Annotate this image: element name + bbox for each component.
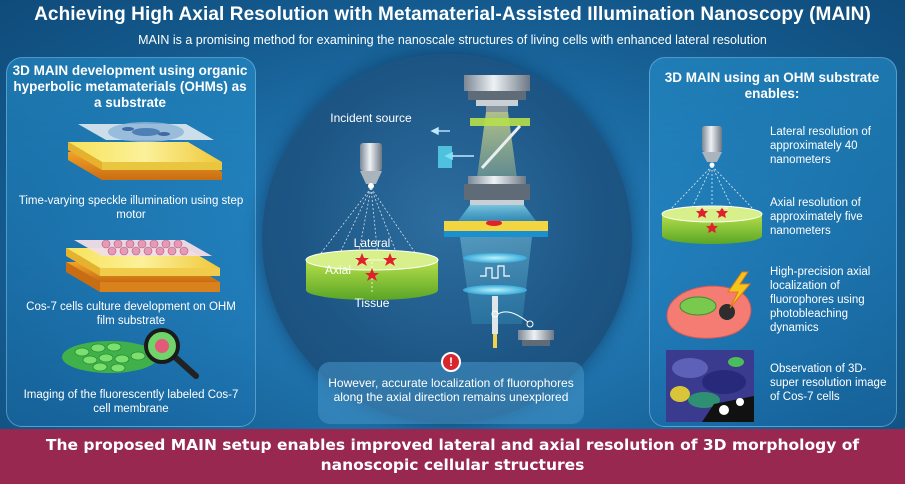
cell-culture-substrate-icon bbox=[66, 239, 220, 292]
benefit-axial-resolution: Axial resolution of approximately five n… bbox=[770, 197, 863, 237]
step-caption-imaging: Imaging of the fluorescently labeled Cos… bbox=[23, 389, 239, 415]
benefit-lateral-resolution: Lateral resolution of approximately 40 n… bbox=[770, 126, 872, 166]
lateral-label: Lateral bbox=[353, 236, 391, 250]
photobleaching-cell-icon bbox=[666, 271, 752, 339]
footer-banner bbox=[0, 429, 905, 484]
magnifier-cells-icon bbox=[62, 328, 199, 379]
incident-source-label: Incident source bbox=[330, 111, 412, 125]
incident-source-lens-icon bbox=[317, 143, 419, 258]
fluorophore-star-icon bbox=[355, 253, 397, 281]
page-subtitle: MAIN is a promising method for examining… bbox=[138, 33, 767, 47]
step-caption-speckle: Time-varying speckle illumination using … bbox=[18, 195, 244, 221]
speckle-substrate-icon bbox=[68, 122, 222, 180]
microscope-setup-icon bbox=[430, 75, 554, 348]
warning-text: However, accurate localization of fluoro… bbox=[328, 376, 574, 404]
objective-lens-icon bbox=[667, 126, 757, 213]
super-resolution-image-icon bbox=[666, 350, 754, 422]
tissue-label: Tissue bbox=[354, 296, 390, 310]
benefit-photobleaching: High-precision axial localization of flu… bbox=[770, 266, 871, 334]
axial-substrate-icon bbox=[661, 205, 763, 244]
left-panel-heading: 3D MAIN development using organic hyperb… bbox=[12, 63, 248, 110]
warning-box bbox=[318, 362, 584, 424]
tissue-disk-icon bbox=[305, 249, 439, 300]
right-panel-heading: 3D MAIN using an OHM substrate enables: bbox=[664, 70, 880, 101]
page-title: Achieving High Axial Resolution with Met… bbox=[34, 4, 871, 25]
axial-label: Axial bbox=[324, 263, 351, 277]
step-caption-culture: Cos-7 cells culture development on OHM f… bbox=[26, 301, 236, 327]
benefit-super-resolution: Observation of 3D-super resolution image… bbox=[770, 363, 887, 403]
footer-text: The proposed MAIN setup enables improved… bbox=[45, 436, 860, 474]
warning-icon: ! bbox=[441, 352, 461, 372]
